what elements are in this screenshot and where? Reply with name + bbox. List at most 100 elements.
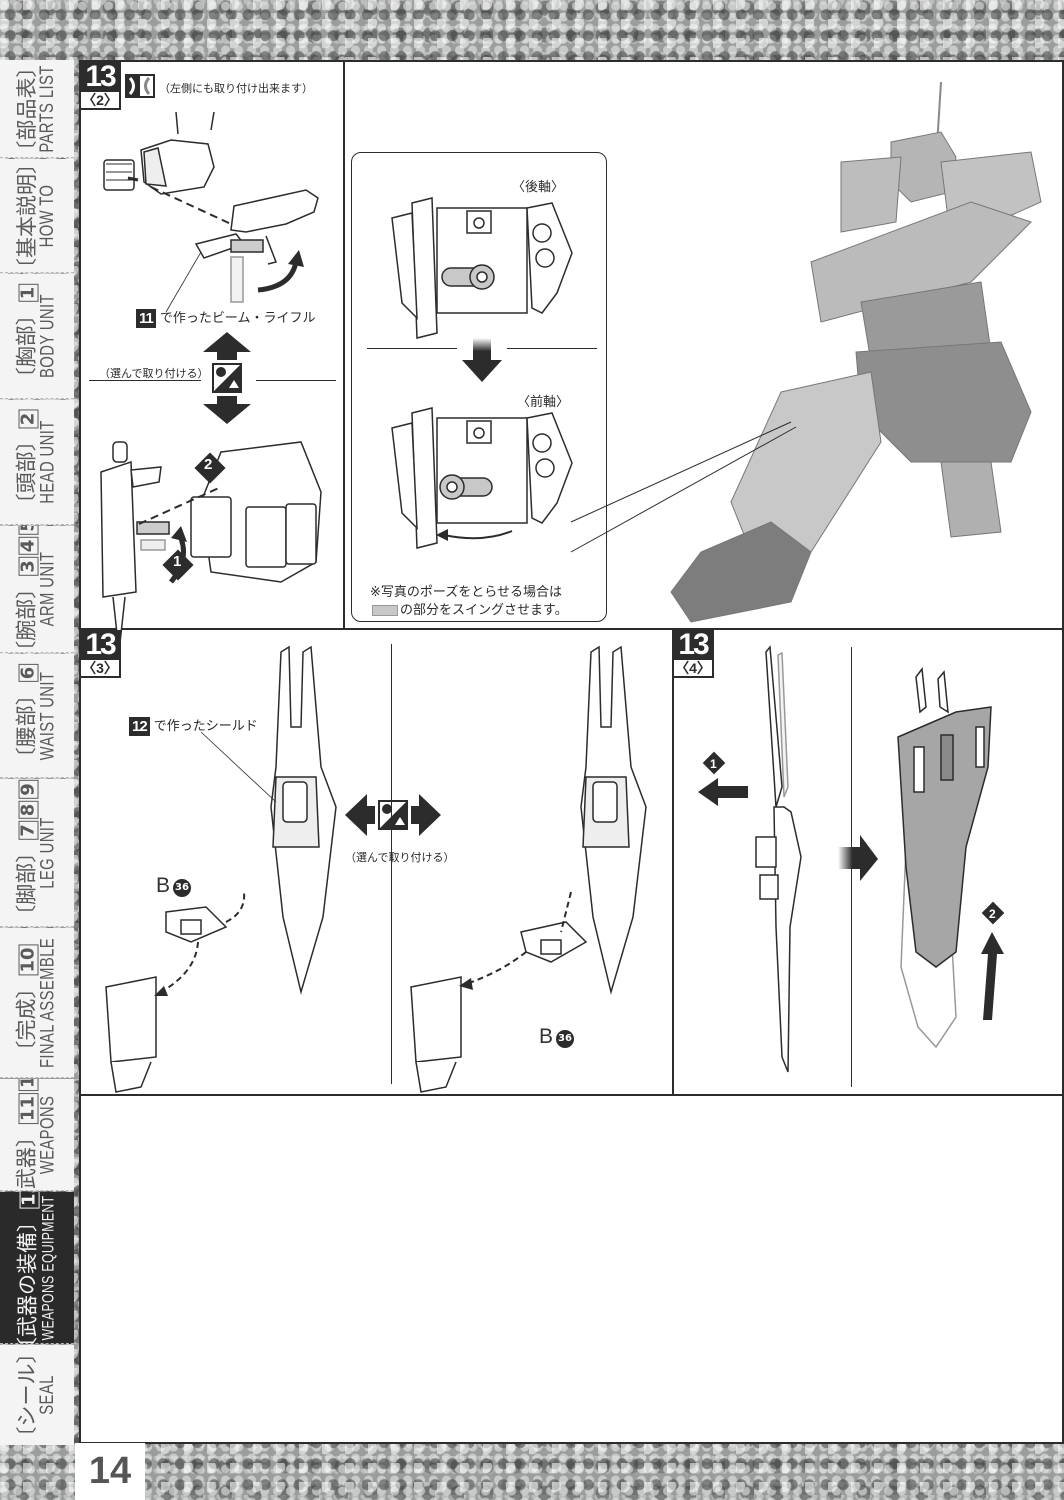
shield-attached-illustration	[897, 667, 992, 1049]
step-ref-box: 12	[129, 717, 150, 736]
tab-label-en: LEG UNIT	[37, 816, 59, 889]
marker-number: 1	[173, 553, 182, 570]
step-sub-number: 〈4〉	[675, 660, 711, 676]
choose-note: （選んで取り付ける）	[345, 851, 455, 864]
part-letter: B	[156, 874, 171, 897]
rear-axis-label: 〈後軸〉	[512, 180, 565, 195]
step-number-box: 1	[18, 283, 39, 303]
tab-label-jp: 〔武器の装備〕	[15, 1210, 40, 1344]
swing-note-line1: ※写真のポーズをとらせる場合は	[370, 585, 562, 600]
tab-how-to[interactable]: 〔基本説明〕HOW TO	[0, 159, 74, 273]
separator-line	[367, 348, 457, 349]
step-ref-box: 11	[136, 309, 156, 328]
shield-reference-text: で作ったシールド	[153, 719, 258, 734]
arrow-down-icon	[203, 396, 251, 424]
arm-shield-mount-illustration	[105, 891, 246, 1093]
swing-detail-inset: 〈後軸〉 〈前軸〉	[351, 152, 607, 622]
front-axis-label: 〈前軸〉	[517, 395, 570, 410]
tab-label-jp: 〔シール〕	[15, 1345, 40, 1445]
step-sub-number: 〈3〉	[82, 660, 118, 676]
tab-label-jp: 〔腕部〕	[14, 577, 39, 653]
divider-horizontal	[81, 1094, 1064, 1096]
side-note: （左側にも取り付け出来ます）	[159, 82, 313, 95]
shield-illustration	[580, 645, 647, 995]
step-number-box: 6	[18, 663, 39, 682]
tab-label-en: WAIST UNIT	[37, 671, 59, 760]
separator-line	[89, 380, 201, 381]
step-number: 13	[674, 630, 712, 660]
marker-number: 2	[204, 456, 213, 473]
choose-option-arrows	[203, 332, 251, 424]
step-number-box: 13	[19, 1192, 40, 1209]
swing-note-line2: の部分をスイングさせます。	[372, 599, 568, 618]
divider-horizontal	[81, 628, 1064, 630]
tab-seal[interactable]: 〔シール〕SEAL	[0, 1345, 74, 1445]
step-number-box: 12	[18, 1079, 39, 1091]
tab-label-jp: 〔完成〕	[14, 977, 39, 1062]
step-number-box: 3	[18, 557, 39, 576]
divider-vertical	[343, 62, 345, 628]
step-number-box: 4	[18, 536, 39, 556]
shaded-part-swatch	[372, 605, 398, 616]
rear-axis-diagram	[391, 197, 573, 339]
tab-label-jp: 〔頭部〕	[14, 430, 39, 515]
page-number: 14	[75, 1443, 145, 1500]
step-number-box: 11	[18, 1092, 39, 1124]
tab-label-en: HEAD UNIT	[37, 420, 59, 504]
step-number: 13	[81, 630, 119, 660]
tab-weapons[interactable]: 〔武器〕1112WEAPONS	[0, 1079, 74, 1191]
step-number-box: 9	[18, 779, 39, 799]
tab-label-jp: 〔胸部〕	[14, 304, 39, 389]
part-letter: B	[539, 1025, 554, 1048]
arrow-left-icon	[698, 778, 748, 806]
tab-label-en: WEAPONS EQUIPMENT	[38, 1195, 58, 1340]
marker-number: 2	[989, 907, 996, 921]
tab-label-en: BODY UNIT	[37, 294, 59, 378]
shield-side-view	[755, 645, 802, 1073]
tab-label-jp: 〔基本説明〕	[15, 159, 40, 273]
step-arrow-left: 1	[698, 751, 748, 806]
step-badge: 13 〈4〉	[674, 630, 714, 678]
rifle-hand-illustration	[103, 111, 319, 313]
arrow-right-icon	[411, 794, 441, 836]
rifle-waist-illustration	[100, 441, 322, 653]
part-number-circle: 36	[173, 878, 192, 897]
step-number-box: 7	[18, 820, 39, 840]
choose-note: （選んで取り付ける）	[99, 367, 209, 380]
step-number-box: 2	[18, 409, 39, 429]
shield-illustration	[270, 645, 337, 995]
front-axis-diagram	[391, 407, 573, 549]
mirror-symmetry-icon	[125, 74, 155, 98]
blank-area	[81, 1096, 1064, 1444]
robot-photo	[570, 81, 1042, 623]
tab-label-en: FINAL ASSEMBLE	[37, 937, 59, 1068]
arrow-left-icon	[345, 794, 375, 836]
separator-line	[256, 380, 336, 381]
tab-label-en: ARM UNIT	[37, 551, 59, 627]
arrow-down-icon	[462, 338, 502, 382]
sub-divider	[391, 644, 392, 1084]
marker-number: 1	[710, 757, 717, 771]
divider-vertical	[672, 628, 674, 1094]
tab-label-en: HOW TO	[37, 184, 59, 247]
arm-shield-mount-illustration	[410, 891, 588, 1093]
separator-line	[507, 348, 597, 349]
tab-label-en: PARTS LIST	[37, 64, 59, 153]
tab-parts-list[interactable]: 〔部品表〕PARTS LIST	[0, 60, 74, 158]
tab-label-en: SEAL	[37, 1375, 59, 1415]
arrow-up-icon	[203, 332, 251, 360]
tab-arm-unit[interactable]: 〔腕部〕345ARM UNIT	[0, 526, 74, 653]
tab-label-en: WEAPONS	[37, 1095, 59, 1174]
arrow-up-icon	[981, 932, 1004, 1020]
